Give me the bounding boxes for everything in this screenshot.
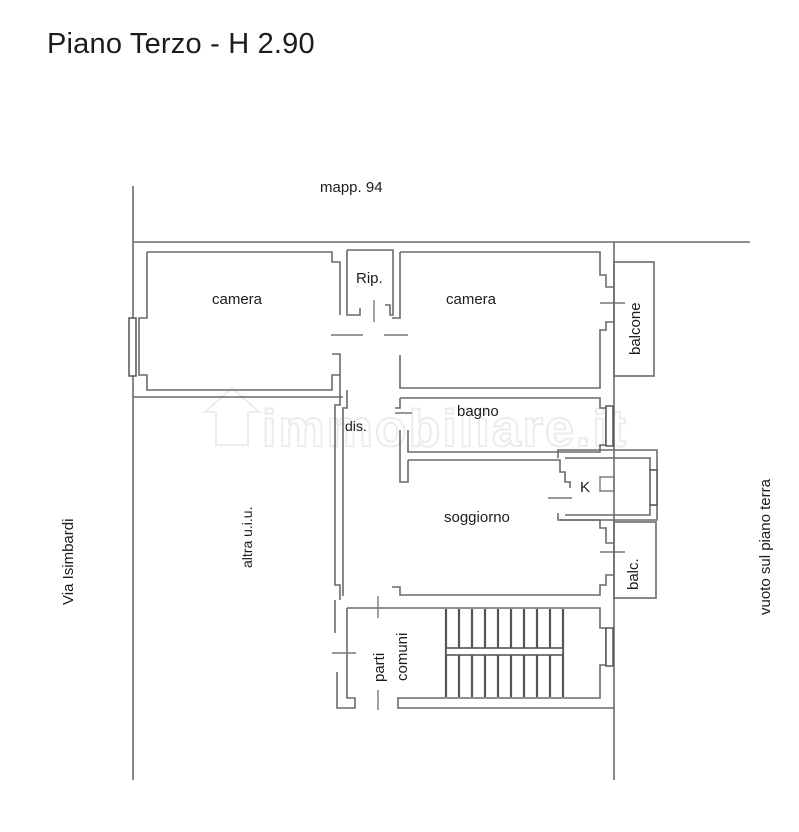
room-parti-comuni [332, 596, 614, 710]
room-cucina [548, 449, 658, 521]
watermark-house-icon [202, 386, 262, 446]
room-camera-left [128, 251, 341, 391]
floor-plan-title: Piano Terzo - H 2.90 [47, 28, 315, 60]
label-soggiorno: soggiorno [444, 509, 510, 526]
watermark: immobiliare.it [202, 386, 628, 459]
label-balcone-small: balc. [625, 558, 642, 590]
label-bagno: bagno [457, 403, 499, 420]
room-soggiorno [392, 459, 625, 596]
label-altra-uiu: altra u.i.u. [239, 507, 255, 568]
label-street: Via Isimbardi [60, 519, 77, 605]
room-camera-right [392, 251, 625, 389]
room-balcone-small [613, 521, 657, 599]
room-ripostiglio [331, 249, 408, 336]
label-cucina: K [580, 479, 590, 496]
label-disimpegno: dis. [345, 418, 367, 434]
kitchen-stove-icon [599, 476, 615, 492]
label-comuni: comuni [394, 633, 411, 681]
room-balcone [613, 261, 655, 377]
window-cucina [649, 469, 658, 506]
label-mappale: mapp. 94 [320, 179, 383, 196]
window-camera-left [128, 317, 137, 377]
window-stairwell [605, 627, 614, 667]
label-balcone: balcone [627, 302, 644, 355]
window-bagno [605, 405, 614, 447]
label-camera-right: camera [446, 291, 497, 308]
staircase [444, 609, 565, 697]
watermark-text: immobiliare.it [262, 400, 628, 458]
room-bagno [395, 397, 614, 453]
label-ripostiglio: Rip. [356, 270, 383, 287]
label-vuoto-piano-terra: vuoto sul piano terra [757, 478, 774, 615]
label-camera-left: camera [212, 291, 263, 308]
label-parti: parti [371, 653, 388, 682]
room-disimpegno [334, 390, 409, 600]
